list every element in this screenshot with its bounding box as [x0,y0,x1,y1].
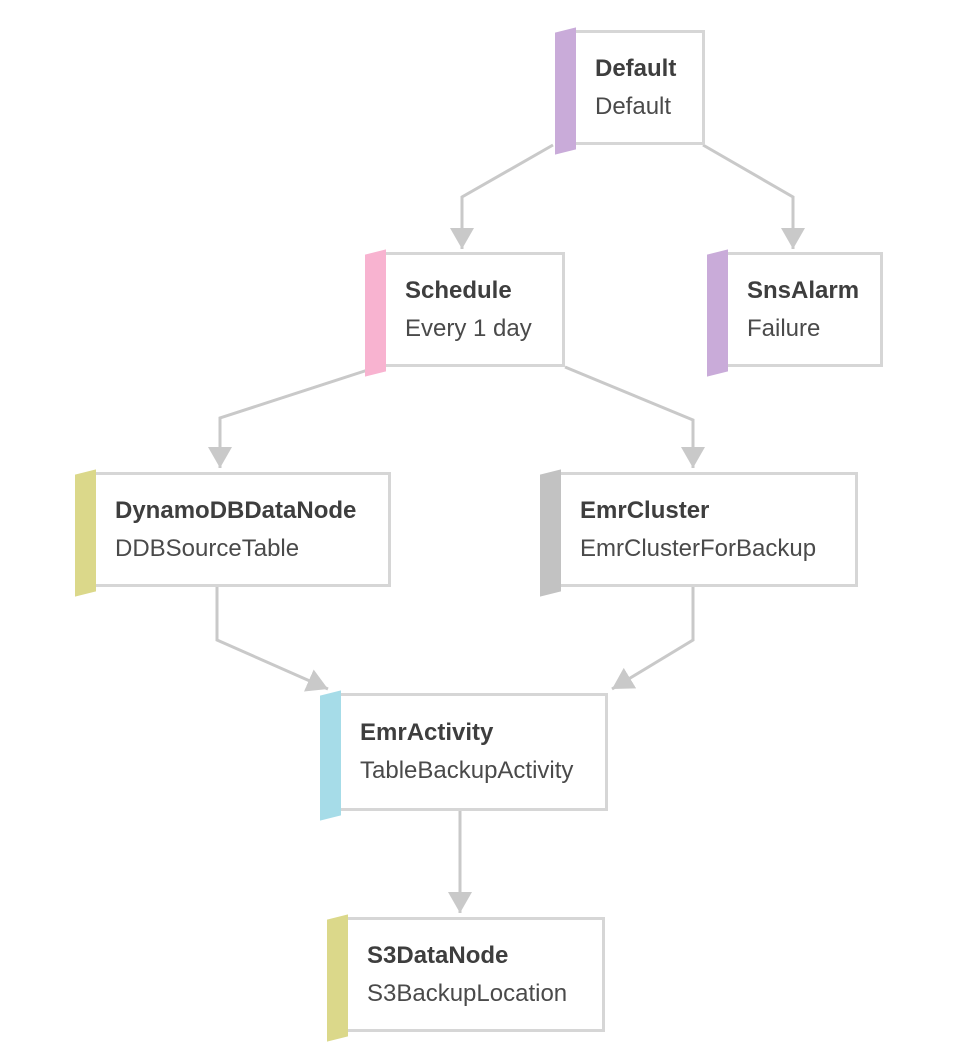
edge-dynamodb-emractivity [215,587,329,692]
node-snsalarm[interactable]: SnsAlarm Failure [707,249,883,377]
node-subtitle: Every 1 day [405,314,532,342]
node-s3datanode-stripe [327,914,348,1042]
node-dynamodbdatanode-stripe [75,469,96,597]
node-dynamodbdatanode[interactable]: DynamoDBDataNode DDBSourceTable [75,469,391,597]
node-emrcluster[interactable]: EmrCluster EmrClusterForBackup [540,469,858,597]
edge-schedule-emrcluster [564,365,705,468]
node-title: Default [595,54,677,82]
node-default[interactable]: Default Default [555,27,705,155]
node-subtitle: DDBSourceTable [115,534,300,562]
node-s3datanode[interactable]: S3DataNode S3BackupLocation [327,914,605,1042]
node-title: EmrActivity [360,719,494,746]
node-schedule-stripe [365,249,386,377]
node-snsalarm-stripe [707,249,728,377]
node-schedule[interactable]: Schedule Every 1 day [365,249,565,377]
node-title: S3DataNode [367,941,509,969]
node-subtitle: Failure [747,314,821,342]
edge-default-snsalarm [702,143,805,249]
node-subtitle: S3BackupLocation [367,979,568,1007]
node-subtitle: EmrClusterForBackup [580,534,817,562]
node-title: SnsAlarm [747,276,860,304]
node-emractivity[interactable]: EmrActivity TableBackupActivity [320,690,608,821]
node-emractivity-stripe [320,690,341,821]
edge-emrcluster-emractivity [611,587,695,691]
node-title: EmrCluster [580,496,710,524]
node-default-stripe [555,27,576,155]
node-subtitle: Default [595,92,672,120]
node-title: Schedule [405,276,512,304]
node-emrcluster-stripe [540,469,561,597]
node-title: DynamoDBDataNode [115,496,357,524]
edge-default-schedule [450,143,554,249]
edge-schedule-dynamodb [208,365,378,468]
node-subtitle: TableBackupActivity [360,757,574,784]
